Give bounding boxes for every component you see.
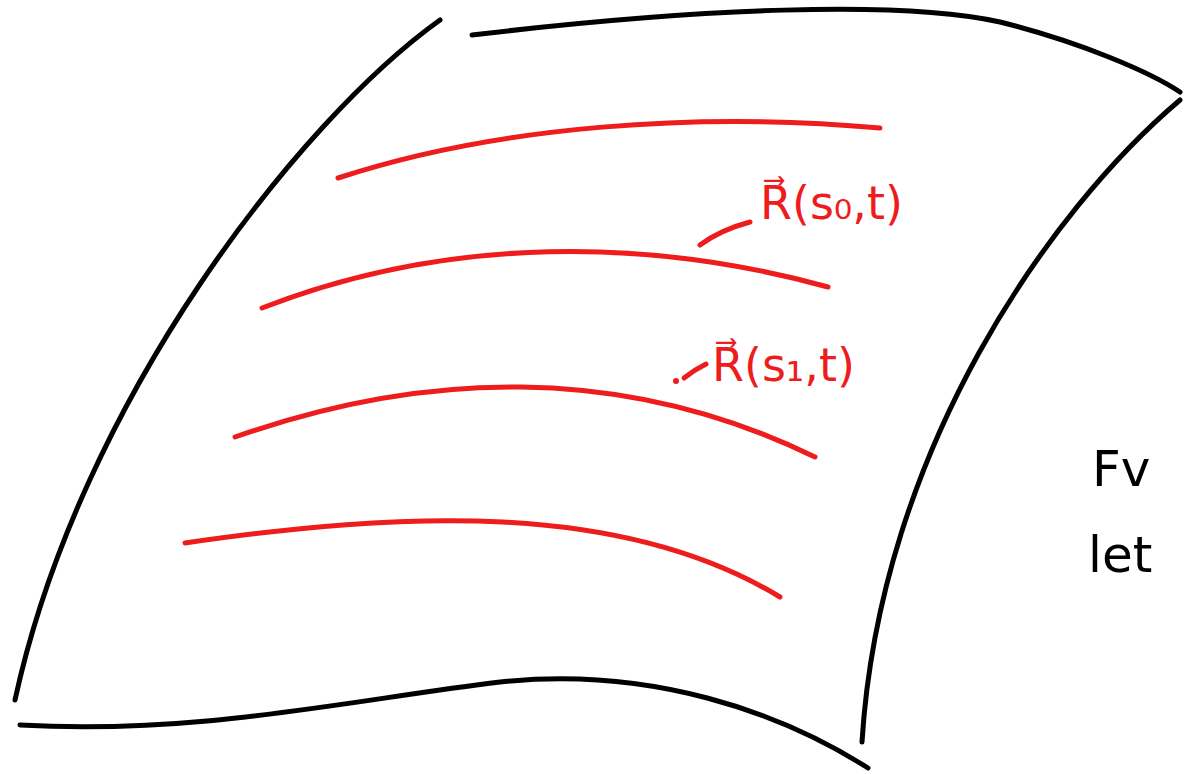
curve: [235, 387, 815, 457]
surface-edge: [20, 679, 868, 768]
curve: [338, 122, 880, 178]
curve-label: R⃗(s₁,t): [712, 340, 855, 391]
leader-line: [700, 222, 750, 245]
surface-edge: [15, 20, 440, 700]
curve: [262, 251, 828, 308]
leader-line: [684, 364, 706, 378]
surface-edge: [862, 100, 1180, 742]
curve: [185, 521, 780, 597]
surface-edge: [472, 9, 1180, 92]
curve-label: R⃗(s₀,t): [760, 178, 903, 229]
note-text: Fv: [1092, 442, 1150, 497]
dot: [673, 378, 679, 384]
note-text: let: [1088, 528, 1152, 583]
